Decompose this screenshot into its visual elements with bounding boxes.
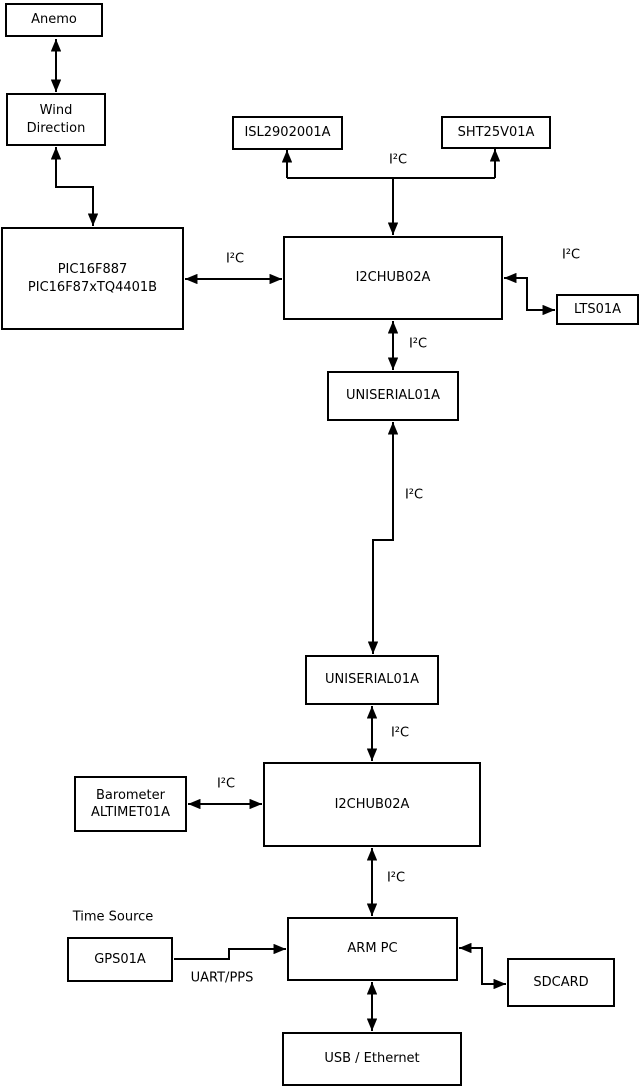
edge-label-i2c-uniserial2-hub2: I²C xyxy=(390,725,410,741)
edge-label-i2c-hub1-uniserial1: I²C xyxy=(408,336,428,352)
node-sdcard: SDCARD xyxy=(507,958,615,1007)
edge-uniserial1-uniserial2 xyxy=(367,422,399,654)
edge-label-i2c-hub2-arm: I²C xyxy=(386,870,406,886)
node-isl2902001a: ISL2902001A xyxy=(232,116,343,150)
node-uniserial-lower: UNISERIAL01A xyxy=(305,655,439,705)
node-pic-microcontroller: PIC16F887 PIC16F87xTQ4401B xyxy=(1,227,184,330)
node-arm-pc: ARM PC xyxy=(287,917,458,981)
edge-hub1-lts xyxy=(504,272,555,316)
node-wind-direction: Wind Direction xyxy=(6,93,106,146)
edge-label-i2c-sensors: I²C xyxy=(388,152,408,168)
node-usb-ethernet: USB / Ethernet xyxy=(282,1032,462,1086)
node-anemometer: Anemo xyxy=(5,3,103,37)
node-barometer-altimeter: Barometer ALTIMET01A xyxy=(74,776,187,832)
node-sht25v01a: SHT25V01A xyxy=(441,116,551,149)
edge-label-uart-pps: UART/PPS xyxy=(190,970,254,986)
edge-gps-arm xyxy=(174,943,286,960)
edge-label-i2c-uniserial-link: I²C xyxy=(404,487,424,503)
edge-label-i2c-barometer: I²C xyxy=(216,776,236,792)
edge-arm-sdcard xyxy=(459,942,506,990)
edge-label-time-source: Time Source xyxy=(72,909,154,925)
edge-wind-pic xyxy=(50,147,99,226)
edge-label-i2c-lts: I²C xyxy=(561,247,581,263)
edge-label-i2c-pic: I²C xyxy=(225,251,245,267)
node-i2c-hub-lower: I2CHUB02A xyxy=(263,762,481,847)
node-lts01a: LTS01A xyxy=(556,294,639,325)
node-gps01a: GPS01A xyxy=(67,937,173,982)
node-uniserial-upper: UNISERIAL01A xyxy=(327,371,459,421)
node-i2c-hub-upper: I2CHUB02A xyxy=(283,236,503,320)
